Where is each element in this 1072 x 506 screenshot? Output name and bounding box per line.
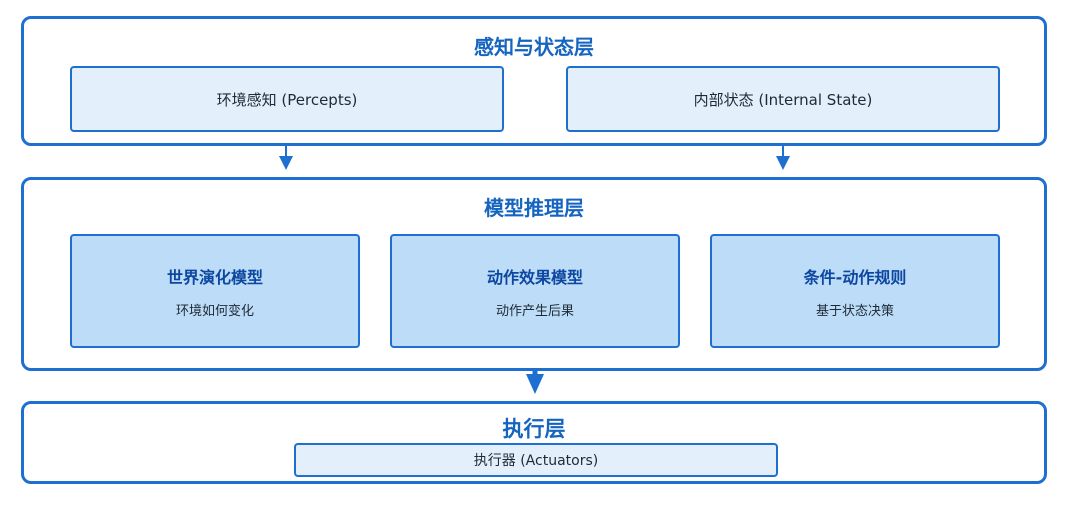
internal-state-box: 内部状态 (Internal State) (566, 66, 1000, 132)
world-evolution-model-subtitle: 环境如何变化 (175, 303, 254, 319)
action-effect-model-box: 动作效果模型 动作产生后果 (390, 234, 680, 348)
percepts-box: 环境感知 (Percepts) (70, 66, 504, 132)
internal-state-label: 内部状态 (Internal State) (693, 90, 873, 109)
percepts-label: 环境感知 (Percepts) (216, 90, 358, 109)
condition-action-rules-title: 条件-动作规则 (803, 267, 907, 287)
condition-action-rules-box: 条件-动作规则 基于状态决策 (710, 234, 1000, 348)
world-evolution-model-box: 世界演化模型 环境如何变化 (70, 234, 360, 348)
arrow-percepts-to-reasoning (279, 146, 293, 170)
execution-layer-title: 执行层 (502, 417, 566, 441)
action-effect-model-title: 动作效果模型 (486, 267, 583, 287)
execution-layer: 执行层 执行器 (Actuators) (21, 401, 1047, 484)
model-reasoning-layer: 模型推理层 世界演化模型 环境如何变化 动作效果模型 动作产生后果 条件-动作规… (21, 177, 1047, 371)
world-evolution-model-title: 世界演化模型 (166, 267, 263, 287)
actuators-label: 执行器 (Actuators) (473, 453, 599, 469)
condition-action-rules-subtitle: 基于状态决策 (815, 303, 894, 319)
perception-layer-title: 感知与状态层 (474, 35, 594, 59)
arrow-state-to-reasoning (776, 146, 790, 170)
actuators-box: 执行器 (Actuators) (294, 443, 778, 477)
reasoning-layer-title: 模型推理层 (484, 196, 584, 220)
perception-state-layer: 感知与状态层 环境感知 (Percepts) 内部状态 (Internal St… (21, 16, 1047, 146)
action-effect-model-subtitle: 动作产生后果 (495, 303, 574, 319)
